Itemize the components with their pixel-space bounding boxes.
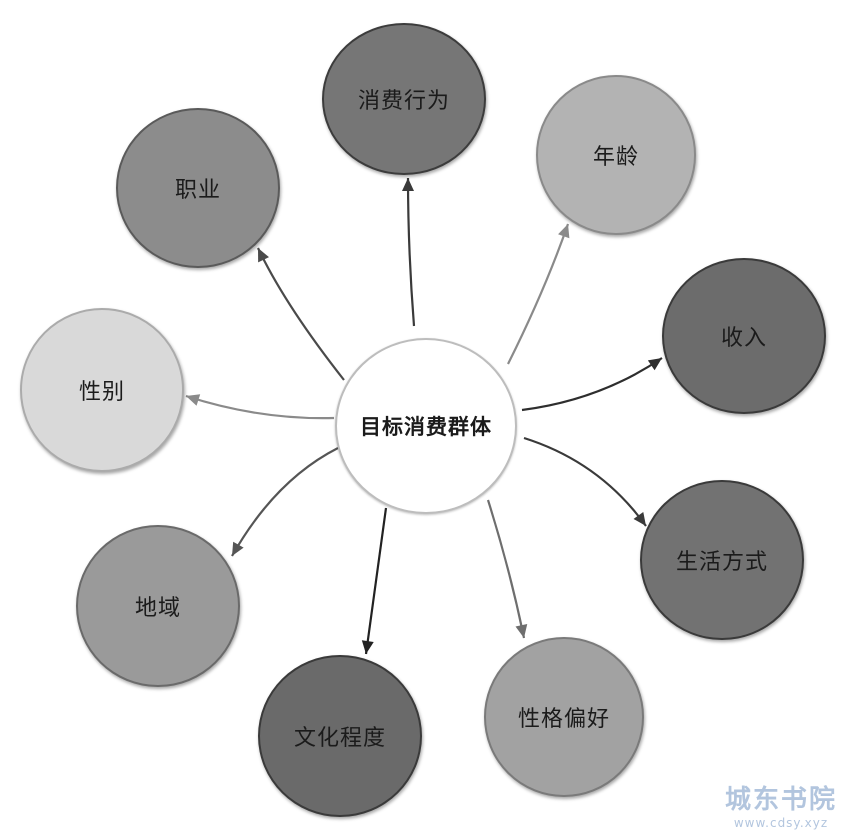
arrowhead-consumption-behavior: [402, 178, 414, 191]
node-label: 年龄: [592, 145, 639, 170]
center-node-label: 目标消费群体: [360, 415, 492, 439]
edge-to-income: [521, 357, 663, 412]
node-consumption-behavior: 消费行为: [322, 23, 486, 175]
edge-to-gender: [185, 394, 335, 420]
node-education: 文化程度: [258, 655, 422, 817]
watermark: 城东书院 www.cdsy.xyz: [725, 779, 837, 830]
node-label: 地域: [134, 596, 181, 621]
node-income: 收入: [662, 258, 826, 414]
arrowhead-occupation: [258, 248, 269, 263]
node-occupation: 职业: [116, 108, 280, 268]
edge-to-region: [231, 447, 339, 557]
node-label: 文化程度: [293, 726, 386, 751]
arrowhead-lifestyle: [633, 511, 646, 526]
watermark-name: 城东书院: [724, 785, 837, 815]
arrowhead-education: [361, 640, 374, 654]
edge-to-consumption-behavior: [406, 177, 416, 327]
edge-to-occupation: [257, 247, 345, 381]
node-region: 地域: [76, 525, 240, 687]
arrowhead-personality: [515, 624, 528, 638]
edge-to-age: [507, 223, 570, 365]
node-age: 年龄: [536, 75, 696, 235]
watermark-url: www.cdsy.xyz: [733, 816, 829, 830]
edge-to-lifestyle: [523, 436, 647, 527]
edge-to-education: [364, 507, 388, 655]
center-node: 目标消费群体: [335, 338, 517, 514]
node-label: 性别: [78, 380, 125, 405]
node-label: 生活方式: [675, 550, 768, 575]
arrowhead-age: [558, 224, 570, 239]
node-personality: 性格偏好: [484, 637, 644, 797]
node-lifestyle: 生活方式: [640, 480, 804, 640]
edge-to-personality: [486, 499, 526, 639]
node-label: 收入: [720, 326, 767, 351]
node-label: 职业: [174, 178, 221, 203]
node-label: 消费行为: [357, 89, 450, 114]
arrowhead-income: [647, 358, 662, 371]
node-gender: 性别: [20, 308, 184, 472]
arrowhead-region: [232, 541, 244, 556]
node-label: 性格偏好: [517, 707, 610, 732]
arrowhead-gender: [186, 394, 201, 406]
